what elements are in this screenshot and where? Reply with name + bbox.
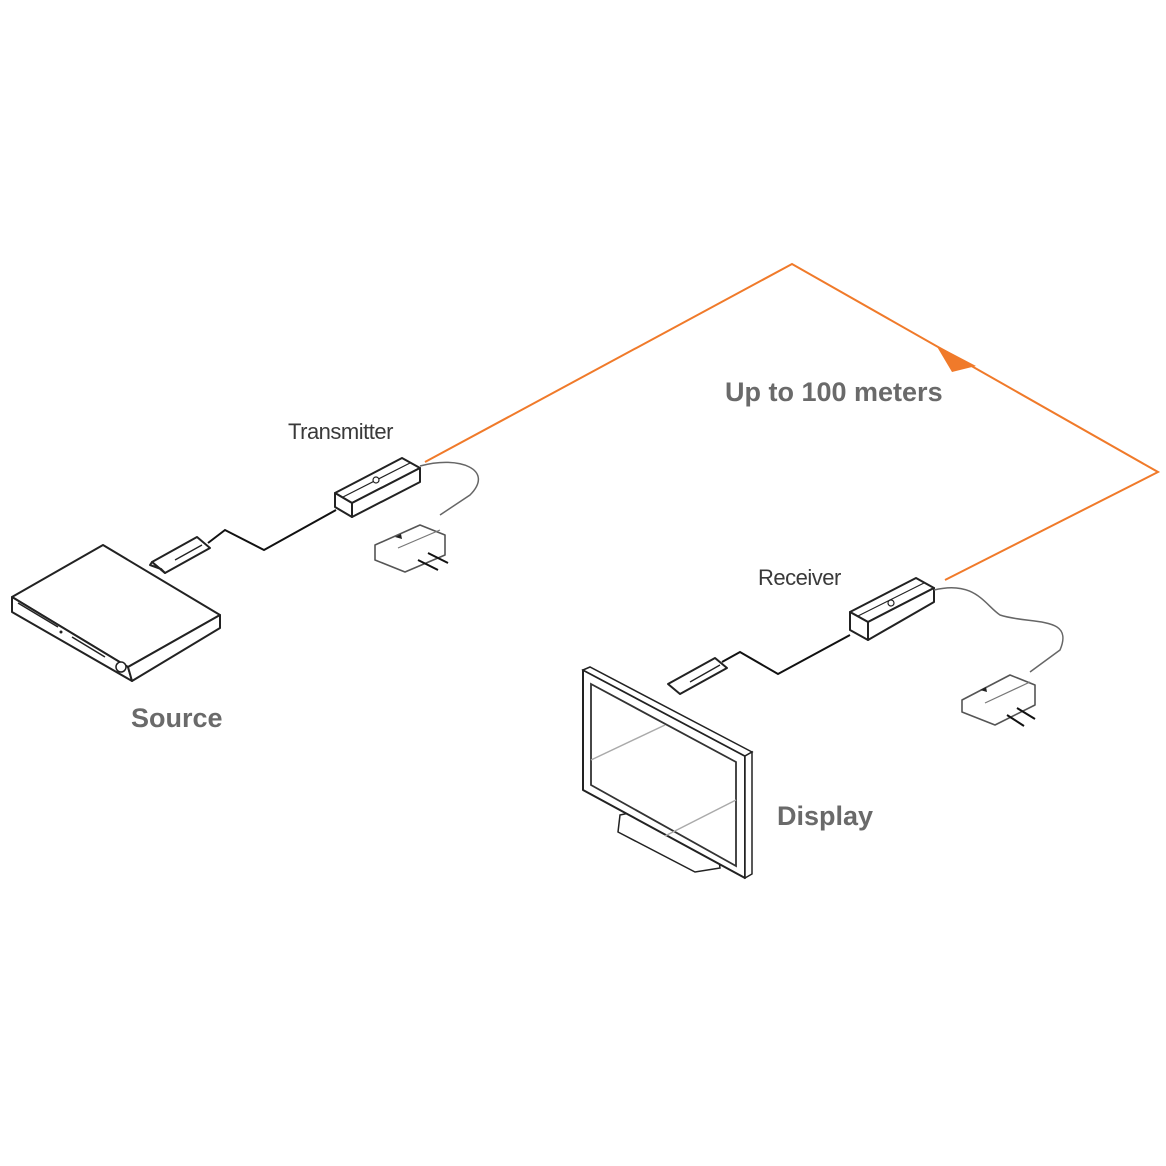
display-label: Display <box>777 801 874 831</box>
distance-label: Up to 100 meters <box>725 377 943 407</box>
transmitter-hdmi-cable <box>207 509 337 552</box>
transmitter-hdmi-plug <box>149 536 211 574</box>
receiver-label: Receiver <box>758 565 841 590</box>
transmitter-label: Transmitter <box>288 419 393 444</box>
display-monitor <box>581 666 754 880</box>
receiver-power-adapter <box>961 674 1036 727</box>
link-line <box>424 262 1161 581</box>
receiver-hdmi-plug <box>667 657 728 695</box>
transmitter-unit <box>334 457 421 518</box>
transmitter-power-adapter <box>374 524 449 573</box>
receiver-power-cable <box>933 587 1064 673</box>
direction-arrow-icon <box>936 345 976 372</box>
transmitter-power-cable <box>419 461 479 516</box>
receiver-hdmi-cable <box>721 634 851 676</box>
receiver-unit <box>849 577 935 641</box>
source-label: Source <box>131 703 223 733</box>
source-device <box>11 544 221 682</box>
